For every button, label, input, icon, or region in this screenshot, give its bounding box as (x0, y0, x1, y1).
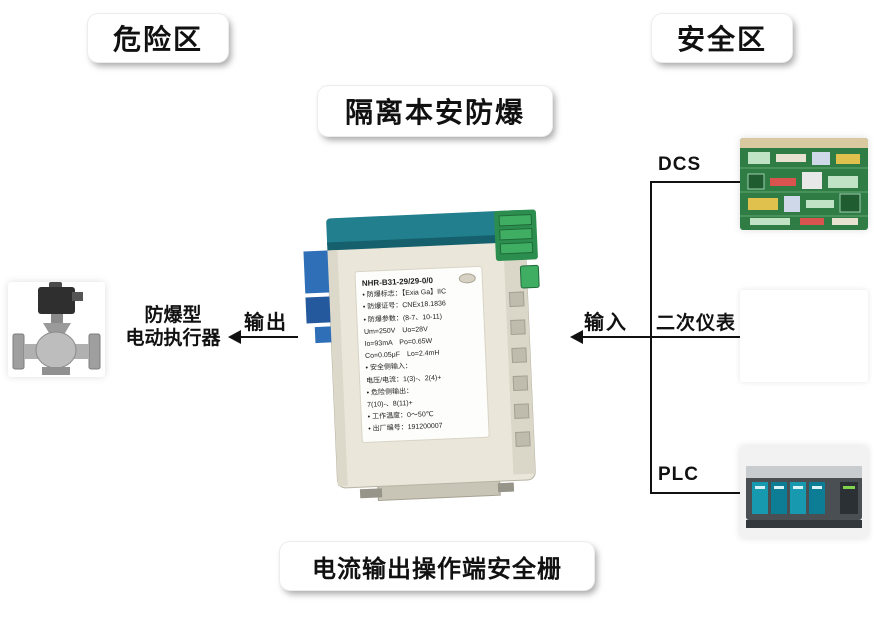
branch-label-secondary-instrument: 二次仪表 (656, 313, 737, 334)
branch-line-dcs (650, 181, 740, 183)
actuator-caption-line1: 防爆型 (144, 305, 202, 326)
branch-label-dcs: DCS (658, 154, 702, 175)
product-name-banner: 电流输出操作端安全栅 (280, 542, 594, 590)
safety-barrier-device: NHR-B31-29/29-0/0 • 防爆标志：【Exia Ga】IIC • … (289, 188, 575, 518)
output-label: 输出 (244, 312, 288, 334)
dcs-image (740, 138, 868, 230)
safe-zone-badge: 安全区 (652, 14, 792, 62)
output-arrowhead-icon (228, 330, 241, 344)
actuator-caption-line2: 电动执行器 (125, 328, 221, 349)
input-arrowhead-icon (570, 330, 583, 344)
device-spec-label: NHR-B31-29/29-0/0 • 防爆标志：【Exia Ga】IIC • … (354, 265, 490, 444)
actuator-image (8, 282, 105, 377)
plc-image (740, 446, 868, 538)
product-type-banner: 隔离本安防爆 (318, 86, 552, 136)
input-label: 输入 (584, 312, 628, 334)
branch-line-plc (650, 492, 740, 494)
input-arrow-line (582, 336, 652, 338)
hazard-zone-badge: 危险区 (88, 14, 228, 62)
secondary-instrument-image (740, 290, 868, 382)
branch-line-secondary-instrument (650, 336, 740, 338)
branch-label-plc: PLC (658, 464, 699, 485)
output-arrow-line (240, 336, 298, 338)
dcs-board-illustration (740, 138, 868, 230)
actuator-illustration (12, 282, 101, 375)
plc-illustration (740, 446, 868, 538)
actuator-caption: 防爆型 电动执行器 (108, 304, 238, 350)
